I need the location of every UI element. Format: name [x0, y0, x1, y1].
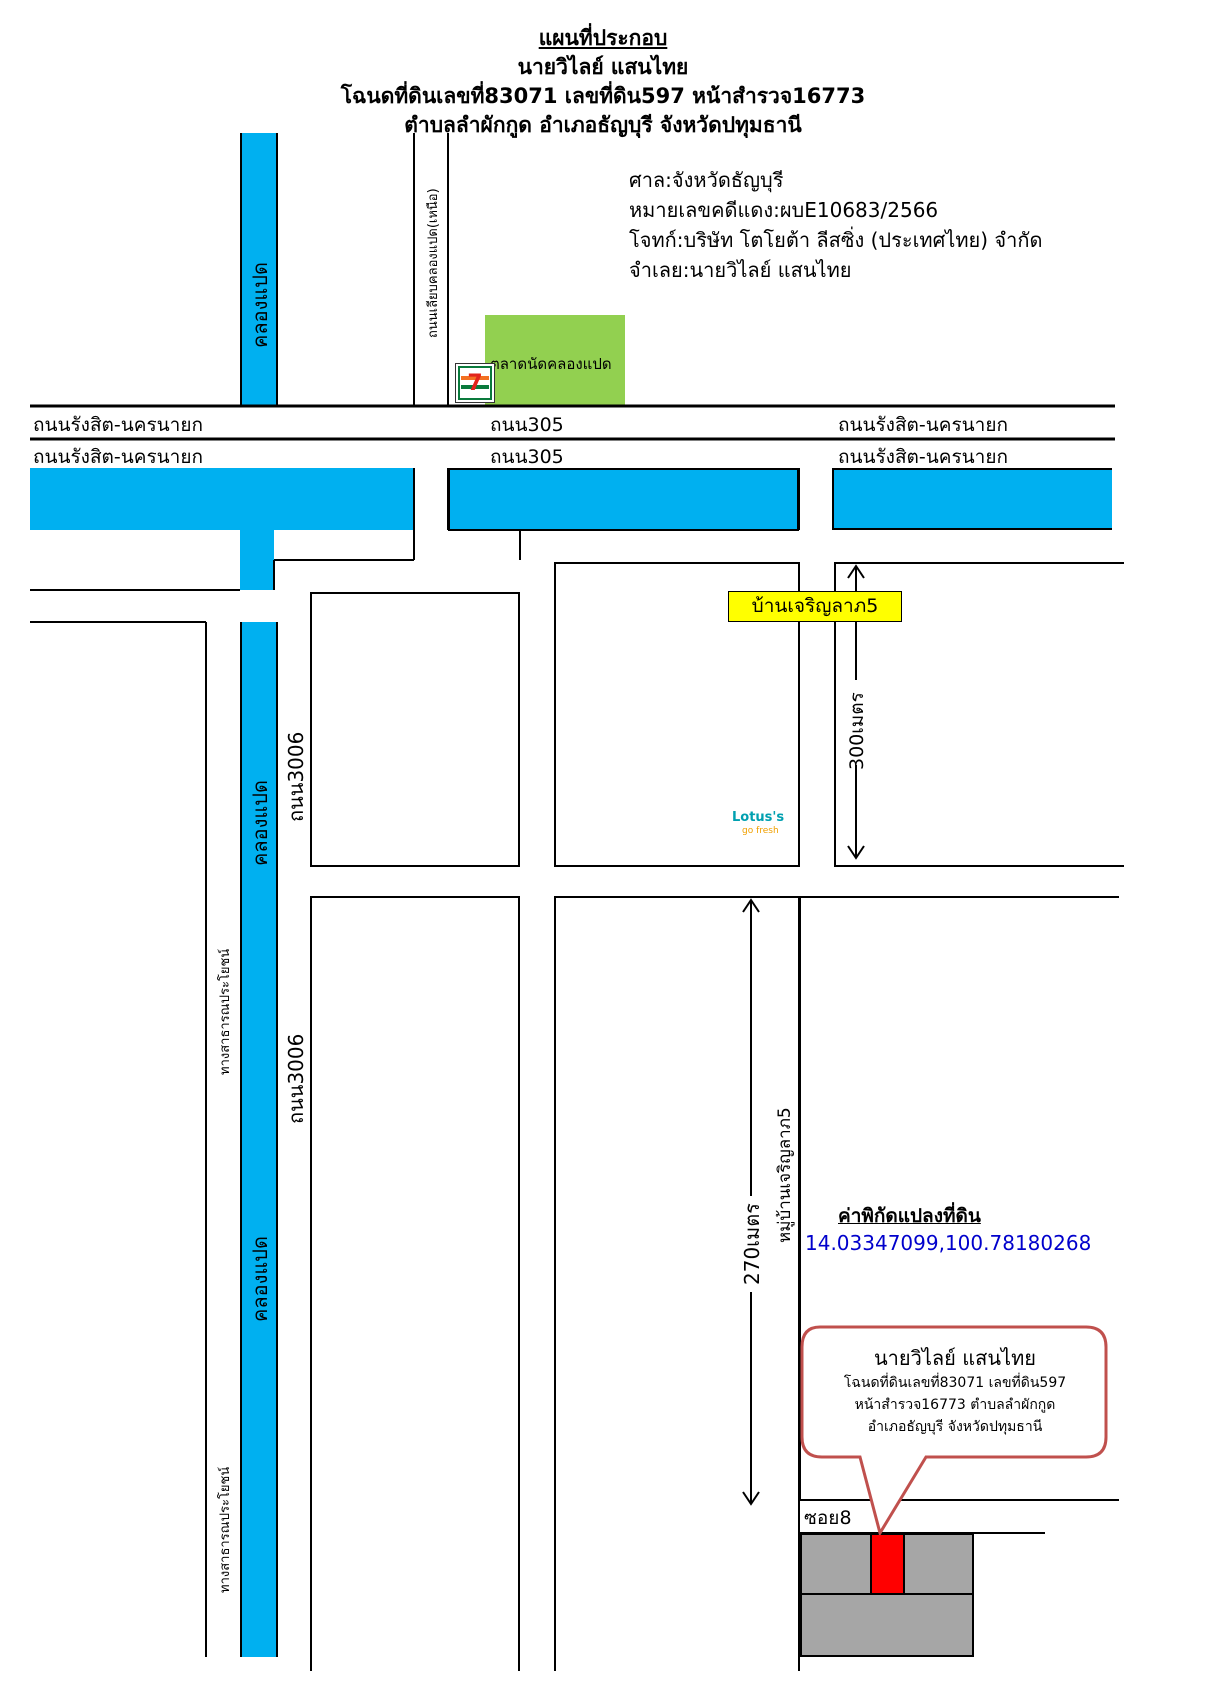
map-title: แผนที่ประกอบ	[538, 26, 668, 50]
rangsit-left-2: ถนนรังสิต-นครนายก	[33, 446, 203, 468]
lotus-go-fresh-logo-icon: Lotus's	[732, 810, 785, 825]
canal-label-mid: คลองแปด	[248, 780, 272, 866]
callout-name: นายวิไลย์ แสนไทย	[874, 1346, 1036, 1370]
rangsit-right-2: ถนนรังสิต-นครนายก	[838, 446, 1008, 468]
soi-label: ซอย8	[804, 1507, 852, 1529]
coords-title: ค่าพิกัดแปลงที่ดิน	[838, 1205, 981, 1227]
block-a	[310, 592, 520, 867]
svg-text:7: 7	[467, 371, 482, 396]
distance-300-label: 300เมตร	[846, 692, 868, 770]
rangsit-left-1: ถนนรังสิต-นครนายก	[33, 414, 203, 436]
side-road-north-label: ถนนเลียบคลองแปด(เหนือ)	[426, 188, 441, 338]
callout-line-2: หน้าสำรวจ16773 ตำบลลำผักกูด	[854, 1397, 1056, 1413]
block-d	[310, 896, 520, 1671]
public-way-label-a: ทางสาธารณประโยชน์	[218, 948, 233, 1075]
market-label: ตลาดนัดคลองแปด	[490, 355, 612, 373]
court-text: ศาล:จังหวัดธัญบุรี	[629, 168, 784, 192]
owner-name: นายวิไลย์ แสนไทย	[517, 55, 689, 79]
road3006-label-a: ถนน3006	[284, 731, 308, 822]
callout-line-3: อำเภอธัญบุรี จังหวัดปทุมธานี	[867, 1419, 1043, 1435]
rangsit-right-1: ถนนรังสิต-นครนายก	[838, 414, 1008, 436]
distance-270-label: 270เมตร	[740, 1203, 764, 1285]
block-c	[834, 562, 1124, 867]
road305-2: ถนน305	[490, 446, 564, 468]
coords-value: 14.03347099,100.78180268	[805, 1231, 1092, 1255]
seven-eleven-logo-icon: 7	[455, 363, 495, 403]
canal-link	[240, 530, 274, 590]
road305-1: ถนน305	[490, 414, 564, 436]
canal-north	[240, 133, 278, 405]
village-sign: บ้านเจริญลาภ5	[728, 591, 902, 622]
canal-label-top: คลองแปด	[248, 262, 272, 348]
canal-label-low: คลองแปด	[248, 1236, 272, 1322]
callout-line-1: โฉนดที่ดินเลขที่83071 เลขที่ดิน597	[843, 1375, 1067, 1391]
canal-main-mid	[448, 468, 799, 530]
deed-info: โฉนดที่ดินเลขที่83071 เลขที่ดิน597 หน้าส…	[340, 84, 866, 108]
plaintiff-text: โจทก์:บริษัท โตโยต้า ลีสซิ่ง (ประเทศไทย)…	[629, 228, 1043, 252]
village-road-label: หมู่บ้านเจริญลาภ5	[775, 1107, 795, 1243]
callout-bubble	[800, 1325, 1108, 1535]
case-number-text: หมายเลขคดีแดง:ผบE10683/2566	[629, 198, 939, 222]
double-arrow-icon	[739, 898, 763, 1506]
location-info: ตำบลลำผักกูด อำเภอธัญบุรี จังหวัดปทุมธาน…	[404, 113, 802, 137]
road3006-label-b: ถนน3006	[284, 1033, 308, 1124]
defendant-text: จำเลย:นายวิไลย์ แสนไทย	[629, 258, 852, 282]
public-way-label-b: ทางสาธารณประโยชน์	[218, 1466, 233, 1593]
lotus-sub-label: go fresh	[742, 826, 779, 836]
canal-south	[240, 622, 278, 1657]
subject-plot	[870, 1533, 905, 1595]
canal-main-right	[832, 468, 1112, 530]
canal-main-left	[30, 468, 414, 530]
market-area	[485, 315, 625, 405]
